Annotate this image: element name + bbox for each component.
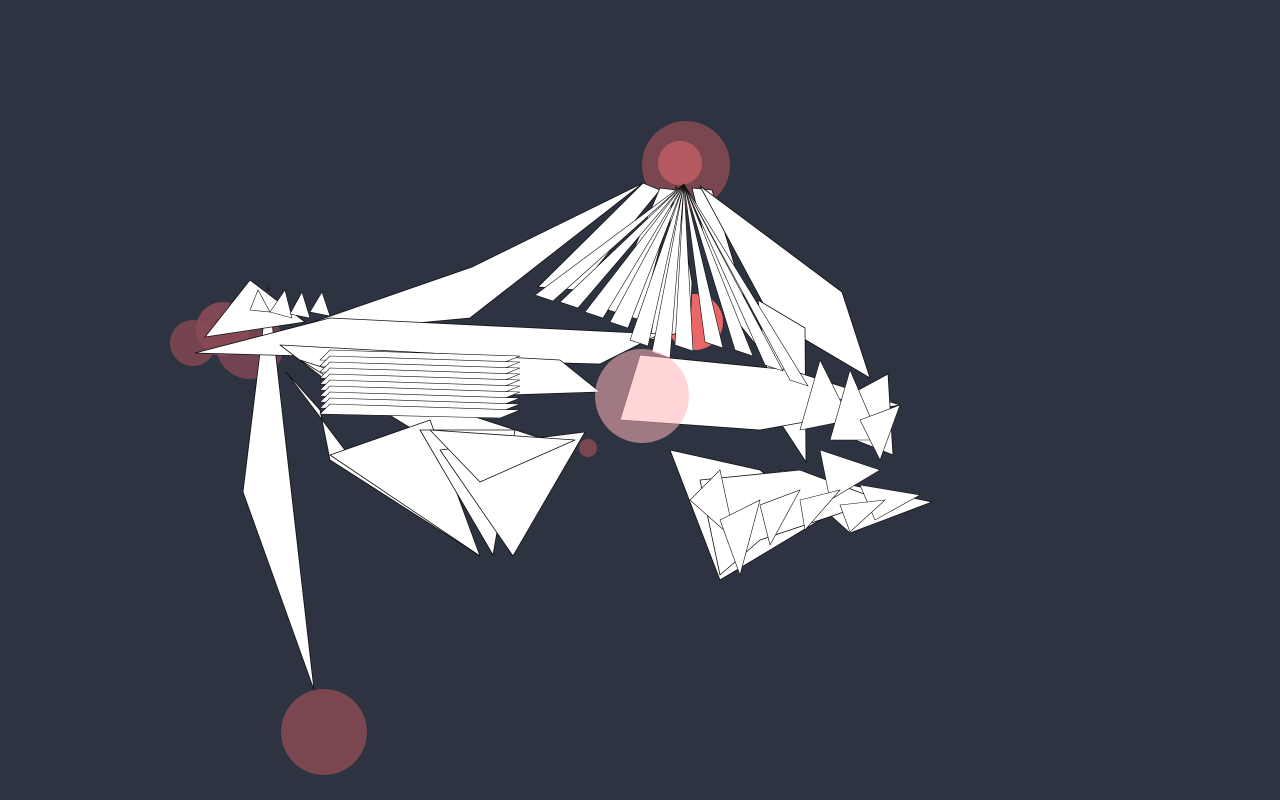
shard-fan-detail-5 (629, 183, 685, 347)
shard-left-spike-2 (269, 289, 293, 319)
shard-bottom-tri-2 (719, 499, 761, 576)
node-bottom[interactable] (281, 689, 367, 775)
shard-long-left (242, 286, 315, 691)
node-focus-glow[interactable] (595, 349, 689, 443)
shard-bottom-tri-3 (759, 489, 801, 546)
shard-right-wing (699, 185, 871, 379)
shard-left-spike-1 (249, 289, 271, 313)
shard-left-spike-3 (289, 291, 311, 319)
foreground-nodes (595, 349, 689, 443)
shard-fan-detail-9 (683, 183, 754, 357)
shard-fan-detail-2 (559, 183, 685, 309)
node-top-inner[interactable] (658, 141, 702, 185)
shard-right-tri-1 (799, 359, 851, 431)
shard-fan-detail-8 (683, 183, 724, 349)
shard-right-tri-3 (859, 404, 901, 461)
node-small[interactable] (579, 439, 597, 457)
shard-fan-detail-11 (683, 183, 809, 387)
shard-right-tri-4 (819, 449, 881, 501)
shard-fan-detail-4 (609, 183, 685, 329)
shard-fan-detail-3 (584, 183, 685, 319)
shard-lower-wedge (429, 429, 576, 483)
shard-fan-detail-10 (683, 183, 784, 372)
shard-bottom-tri-4 (799, 489, 841, 531)
shard-bottom-tri-5 (839, 499, 886, 533)
shard-fan-detail-1 (534, 183, 685, 302)
shard-ribbon-10 (319, 403, 521, 419)
shard-detail-lines (249, 183, 921, 576)
shard-left-spike-4 (309, 291, 331, 317)
shard-fan-detail-7 (674, 183, 694, 352)
